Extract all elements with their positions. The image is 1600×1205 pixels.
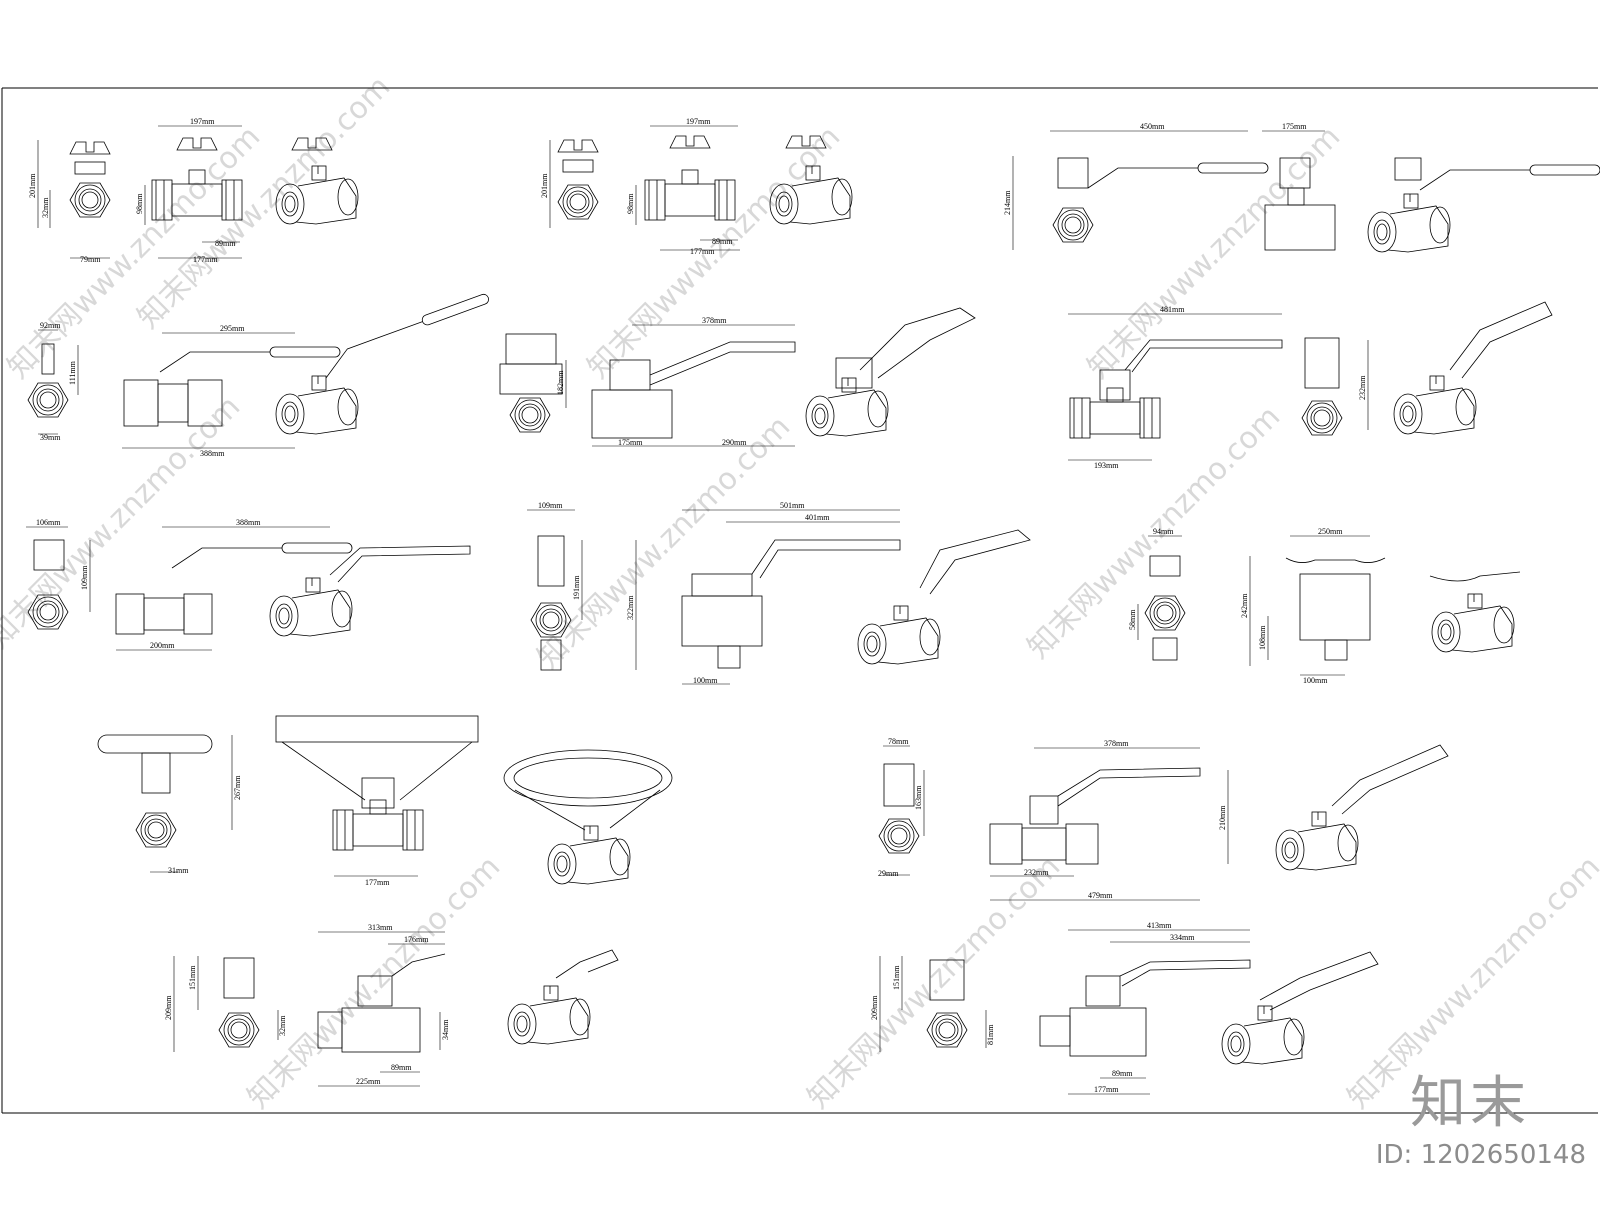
image-id-label: ID: 1202650148: [1375, 1140, 1586, 1170]
valve-group-11: 78mm 163mm 29mm 378mm 210mm 232mm 479mm: [878, 737, 1449, 901]
dim-label: 111mm: [68, 360, 77, 385]
dim-label: 89mm: [215, 239, 236, 248]
dim-label: 214mm: [1003, 190, 1012, 215]
dim-label: 209mm: [870, 995, 879, 1020]
dim-label: 334mm: [1170, 933, 1195, 942]
dim-label: 200mm: [150, 641, 175, 650]
dim-label: 163mm: [914, 785, 923, 810]
dim-label: 98mm: [135, 193, 144, 214]
dim-label: 32mm: [41, 197, 50, 218]
dim-label: 388mm: [200, 449, 225, 458]
dim-label: 182mm: [556, 370, 565, 395]
dim-label: 242mm: [1240, 593, 1249, 618]
dim-label: 210mm: [1218, 805, 1227, 830]
watermark-8: 知末网www.znzmo.com: [241, 849, 507, 1115]
dim-label: 175mm: [618, 438, 643, 447]
dim-label: 176mm: [404, 935, 429, 944]
dim-label: 295mm: [220, 324, 245, 333]
dim-label: 413mm: [1147, 921, 1172, 930]
dim-label: 450mm: [1140, 122, 1165, 131]
dim-label: 109mm: [538, 501, 563, 510]
dim-label: 151mm: [188, 965, 197, 990]
dim-label: 191mm: [572, 575, 581, 600]
dim-label: 92mm: [40, 321, 61, 330]
dim-label: 175mm: [1282, 122, 1307, 131]
dim-label: 378mm: [702, 316, 727, 325]
dim-label: 89mm: [391, 1063, 412, 1072]
dim-label: 322mm: [626, 595, 635, 620]
dim-label: 232mm: [1358, 375, 1367, 400]
valve-group-6: 481mm 193mm 232mm: [1068, 301, 1553, 470]
dim-label: 29mm: [878, 869, 899, 878]
valve-group-9: 94mm 58mm 250mm 242mm 108mm 100mm: [1128, 527, 1521, 685]
watermark-4: 知末网www.znzmo.com: [1081, 119, 1347, 385]
dim-label: 98mm: [626, 193, 635, 214]
dim-label: 177mm: [1094, 1085, 1119, 1094]
valve-group-4: 92mm 111mm 39mm 295mm 388mm: [27, 292, 496, 458]
dim-label: 267mm: [233, 775, 242, 800]
dim-label: 401mm: [805, 513, 830, 522]
watermark-6: 知末网www.znzmo.com: [531, 409, 797, 675]
dim-label: 225mm: [356, 1077, 381, 1086]
dim-label: 100mm: [1303, 676, 1328, 685]
valve-group-13: 209mm 151mm 413mm 334mm 81mm 89mm 177mm: [870, 921, 1379, 1095]
dim-label: 100mm: [693, 676, 718, 685]
dim-label: 81mm: [986, 1024, 995, 1045]
dim-label: 201mm: [540, 173, 549, 198]
dim-label: 479mm: [1088, 891, 1113, 900]
dim-label: 106mm: [36, 518, 61, 527]
dim-label: 78mm: [888, 737, 909, 746]
dim-label: 94mm: [1153, 527, 1174, 536]
dim-label: 501mm: [780, 501, 805, 510]
valve-group-10: 267mm 31mm 177mm: [97, 715, 673, 887]
dim-label: 58mm: [1128, 609, 1137, 630]
watermark-layer: 知末网www.znzmo.com 知末网www.znzmo.com 知末网www…: [0, 69, 1600, 1115]
dim-label: 209mm: [164, 995, 173, 1020]
dim-label: 79mm: [80, 255, 101, 264]
dim-label: 290mm: [722, 438, 747, 447]
dim-label: 177mm: [690, 247, 715, 256]
valve-group-5: 378mm 182mm 175mm 290mm: [499, 307, 976, 447]
valve-group-3: 450mm 175mm 214mm: [1003, 122, 1600, 253]
dim-label: 313mm: [368, 923, 393, 932]
dim-label: 177mm: [365, 878, 390, 887]
dim-label: 32mm: [278, 1015, 287, 1036]
dim-label: 232mm: [1024, 868, 1049, 877]
dim-label: 34mm: [441, 1019, 450, 1040]
valve-group-8: 109mm 191mm 322mm 501mm 401mm 100mm: [527, 501, 1031, 685]
dim-label: 193mm: [1094, 461, 1119, 470]
dim-label: 108mm: [1258, 625, 1267, 650]
dim-label: 89mm: [712, 237, 733, 246]
dim-label: 388mm: [236, 518, 261, 527]
valve-group-1: 201mm 32mm 79mm 197mm 98mm 89mm 177mm: [28, 117, 359, 264]
dim-label: 151mm: [892, 965, 901, 990]
valve-group-2: 201mm 197mm 98mm 89mm 177mm: [540, 117, 853, 256]
brand-logo: 知末: [1410, 1071, 1530, 1136]
dim-label: 177mm: [193, 255, 218, 264]
valve-group-12: 209mm 151mm 313mm 176mm 32mm 34mm 89mm 2…: [164, 923, 619, 1087]
dim-label: 250mm: [1318, 527, 1343, 536]
dim-label: 31mm: [168, 866, 189, 875]
watermark-9: 知末网www.znzmo.com: [801, 849, 1067, 1115]
dim-label: 39mm: [40, 433, 61, 442]
dim-label: 481mm: [1160, 305, 1185, 314]
dim-label: 378mm: [1104, 739, 1129, 748]
dim-label: 197mm: [190, 117, 215, 126]
valve-group-7: 106mm 109mm 388mm 200mm: [26, 518, 471, 651]
dim-label: 197mm: [686, 117, 711, 126]
dim-label: 89mm: [1112, 1069, 1133, 1078]
dim-label: 109mm: [80, 565, 89, 590]
dim-label: 201mm: [28, 173, 37, 198]
